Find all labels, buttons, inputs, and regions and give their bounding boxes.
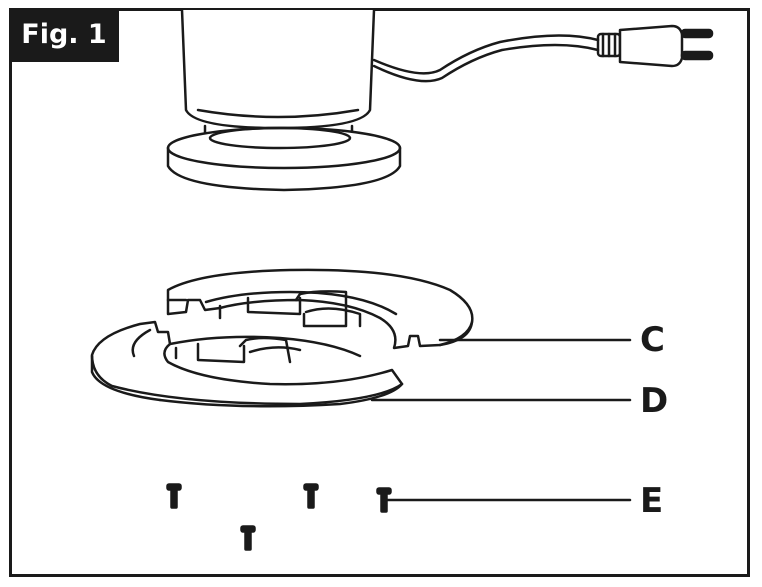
power-cord: [372, 24, 714, 83]
half-ring-c: [166, 268, 474, 350]
appliance-body: [166, 8, 402, 192]
figure-label: Fig. 1: [9, 8, 119, 62]
screw-4: [240, 525, 256, 551]
screw-3: [376, 487, 392, 513]
callout-d: D: [640, 381, 669, 421]
callout-e: E: [640, 481, 664, 521]
screw-2: [303, 483, 319, 509]
callout-c: C: [640, 320, 665, 360]
half-ring-d: [90, 320, 404, 408]
screw-1: [166, 483, 182, 509]
